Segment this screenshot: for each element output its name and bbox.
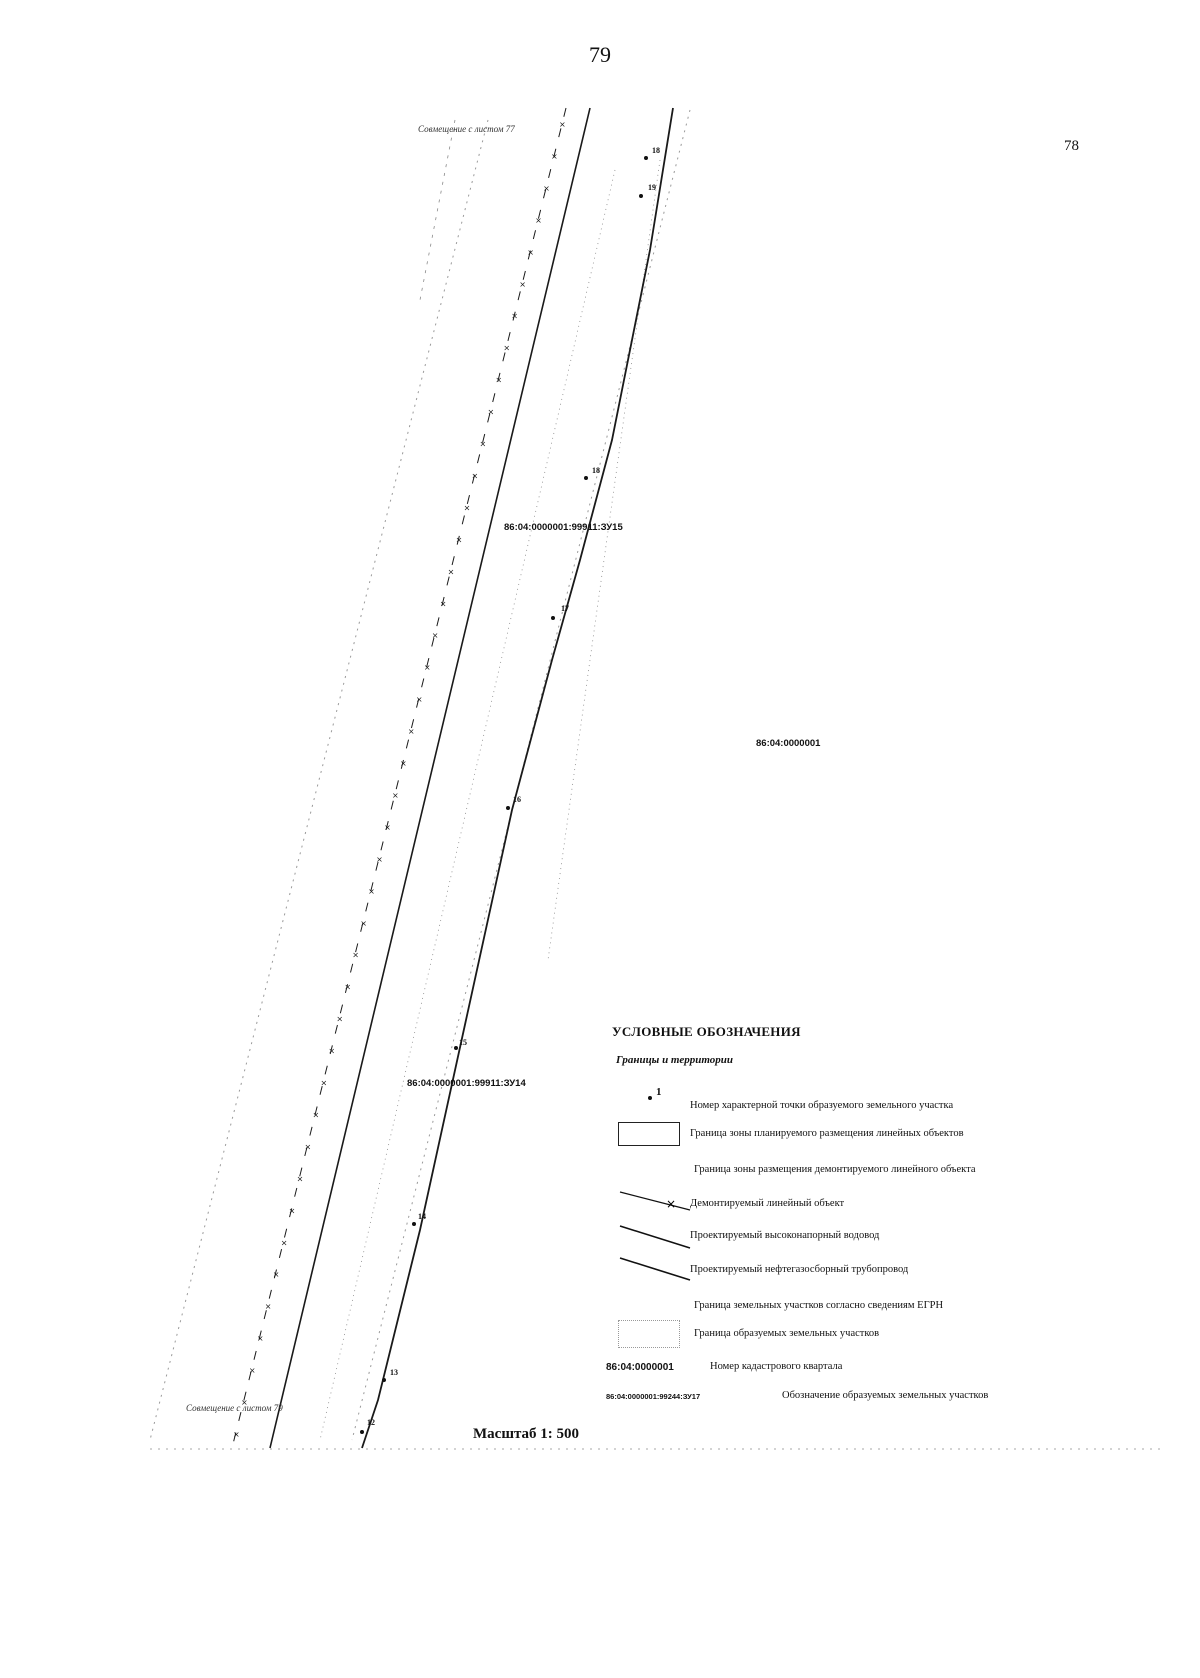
- dashed-boundary: [419, 119, 456, 301]
- legend-code-sample: 86:04:0000001: [606, 1362, 674, 1373]
- legend-box-symbol: [618, 1122, 680, 1146]
- x-mark: ×: [257, 1334, 264, 1343]
- legend-item-label: Граница земельных участков согласно свед…: [694, 1300, 944, 1311]
- x-mark: ×: [448, 567, 455, 576]
- legend-item-label: Обозначение образуемых земельных участко…: [782, 1390, 989, 1401]
- characteristic-point: [412, 1222, 416, 1226]
- x-mark: ×: [479, 440, 486, 449]
- characteristic-point: [506, 806, 510, 810]
- parcel-label-zu14: 86:04:0000001:99911:ЗУ14: [407, 1078, 526, 1089]
- x-mark: ×: [281, 1238, 288, 1247]
- x-mark: ×: [328, 1047, 335, 1056]
- x-mark: ×: [519, 280, 526, 289]
- parcel-boundary-inner: [319, 169, 616, 1441]
- x-mark: ×: [249, 1366, 256, 1375]
- x-mark: ×: [313, 1110, 320, 1119]
- point-label: 17: [561, 604, 569, 613]
- legend-item-label: Проектируемый нефтегазосборный трубопров…: [690, 1264, 909, 1275]
- adjacent-sheet-number: 78: [1064, 138, 1079, 154]
- legend-title: УСЛОВНЫЕ ОБОЗНАЧЕНИЯ: [612, 1024, 801, 1039]
- x-mark: ×: [559, 120, 566, 129]
- x-mark: ×: [472, 471, 479, 480]
- x-mark: ×: [527, 248, 534, 257]
- characteristic-point: [454, 1046, 458, 1050]
- x-mark: ×: [511, 312, 518, 321]
- legend-point-symbol: 1: [648, 1086, 678, 1104]
- point-label: 19: [648, 183, 656, 192]
- x-mark: ×: [352, 951, 359, 960]
- x-mark: ×: [305, 1142, 312, 1151]
- x-mark: ×: [265, 1302, 272, 1311]
- x-mark: ×: [241, 1398, 248, 1407]
- x-mark: ×: [320, 1079, 327, 1088]
- x-mark: ×: [360, 919, 367, 928]
- x-mark: ×: [289, 1206, 296, 1215]
- x-mark: ×: [543, 184, 550, 193]
- map-points: [360, 156, 648, 1434]
- x-mark: ×: [424, 663, 431, 672]
- legend-subtitle: Границы и территории: [616, 1054, 733, 1066]
- characteristic-point: [644, 156, 648, 160]
- pipeline-line: [361, 107, 674, 1449]
- parcel-label-zu15: 86:04:0000001:99911:ЗУ15: [504, 522, 623, 533]
- x-mark: ×: [336, 1015, 343, 1024]
- x-mark: ×: [440, 599, 447, 608]
- page-number: 79: [589, 42, 611, 67]
- x-mark: ×: [376, 855, 383, 864]
- characteristic-point: [360, 1430, 364, 1434]
- x-mark: ×: [416, 695, 423, 704]
- x-mark: ×: [273, 1270, 280, 1279]
- characteristic-point: [382, 1378, 386, 1382]
- sheet-join-note-top: Совмещение с листом 77: [418, 124, 515, 134]
- cadastral-quarter-label: 86:04:0000001: [756, 738, 821, 749]
- legend-point-sample: 1: [656, 1086, 662, 1098]
- x-mark: ×: [503, 344, 510, 353]
- x-mark: ×: [400, 759, 407, 768]
- water-conduit-line: [269, 107, 591, 1449]
- legend-item-label: Граница образуемых земельных участков: [694, 1328, 880, 1339]
- point-label: 18: [652, 146, 660, 155]
- legend-item-label: Проектируемый высоконапорный водовод: [690, 1230, 880, 1241]
- legend-dotted-box-symbol: [618, 1320, 680, 1348]
- legend-item-label: Граница зоны планируемого размещения лин…: [690, 1128, 964, 1139]
- characteristic-point: [584, 476, 588, 480]
- x-mark: ×: [297, 1174, 304, 1183]
- x-mark: ×: [344, 983, 351, 992]
- legend-line-symbol: [619, 1225, 691, 1249]
- legend-item-label: Демонтируемый линейный объект: [690, 1198, 845, 1209]
- legend-line-symbol: [619, 1257, 691, 1281]
- x-mark: ×: [551, 152, 558, 161]
- x-mark: ×: [495, 376, 502, 385]
- point-label: 12: [367, 1418, 375, 1427]
- legend-item-label: Номер характерной точки образуемого земе…: [690, 1100, 954, 1111]
- point-label: 18: [592, 466, 600, 475]
- characteristic-point: [551, 616, 555, 620]
- x-mark: ×: [233, 1430, 240, 1439]
- map-lines: × × × × × × × × × × × × × × × × × × × × × × × × × × × × × × × × × × × × × × × ×…: [149, 107, 1160, 1450]
- x-mark: ×: [384, 823, 391, 832]
- x-mark: ×: [368, 887, 375, 896]
- point-label: 13: [390, 1368, 398, 1377]
- x-mark: ×: [432, 631, 439, 640]
- point-label: 14: [418, 1212, 426, 1221]
- legend-item-label: Граница зоны размещения демонтируемого л…: [694, 1164, 976, 1175]
- x-mark: ×: [456, 535, 463, 544]
- svg-text:×: ×: [666, 1197, 676, 1211]
- x-mark: ×: [535, 216, 542, 225]
- point-label: 15: [459, 1038, 467, 1047]
- x-mark: ×: [464, 503, 471, 512]
- x-mark: ×: [408, 727, 415, 736]
- legend-item-label: Номер кадастрового квартала: [710, 1361, 843, 1372]
- x-mark: ×: [392, 791, 399, 800]
- legend-xline-symbol: ×: [619, 1191, 691, 1211]
- x-mark: ×: [487, 408, 494, 417]
- point-label: 16: [513, 795, 521, 804]
- characteristic-point: [639, 194, 643, 198]
- sheet-join-note-bottom: Совмещение с листом 79: [186, 1403, 283, 1413]
- legend-code-sample: 86:04:0000001:99244:ЗУ17: [606, 1392, 701, 1401]
- zone-boundary-left: [149, 119, 489, 1441]
- map-scale: Масштаб 1: 500: [473, 1426, 580, 1442]
